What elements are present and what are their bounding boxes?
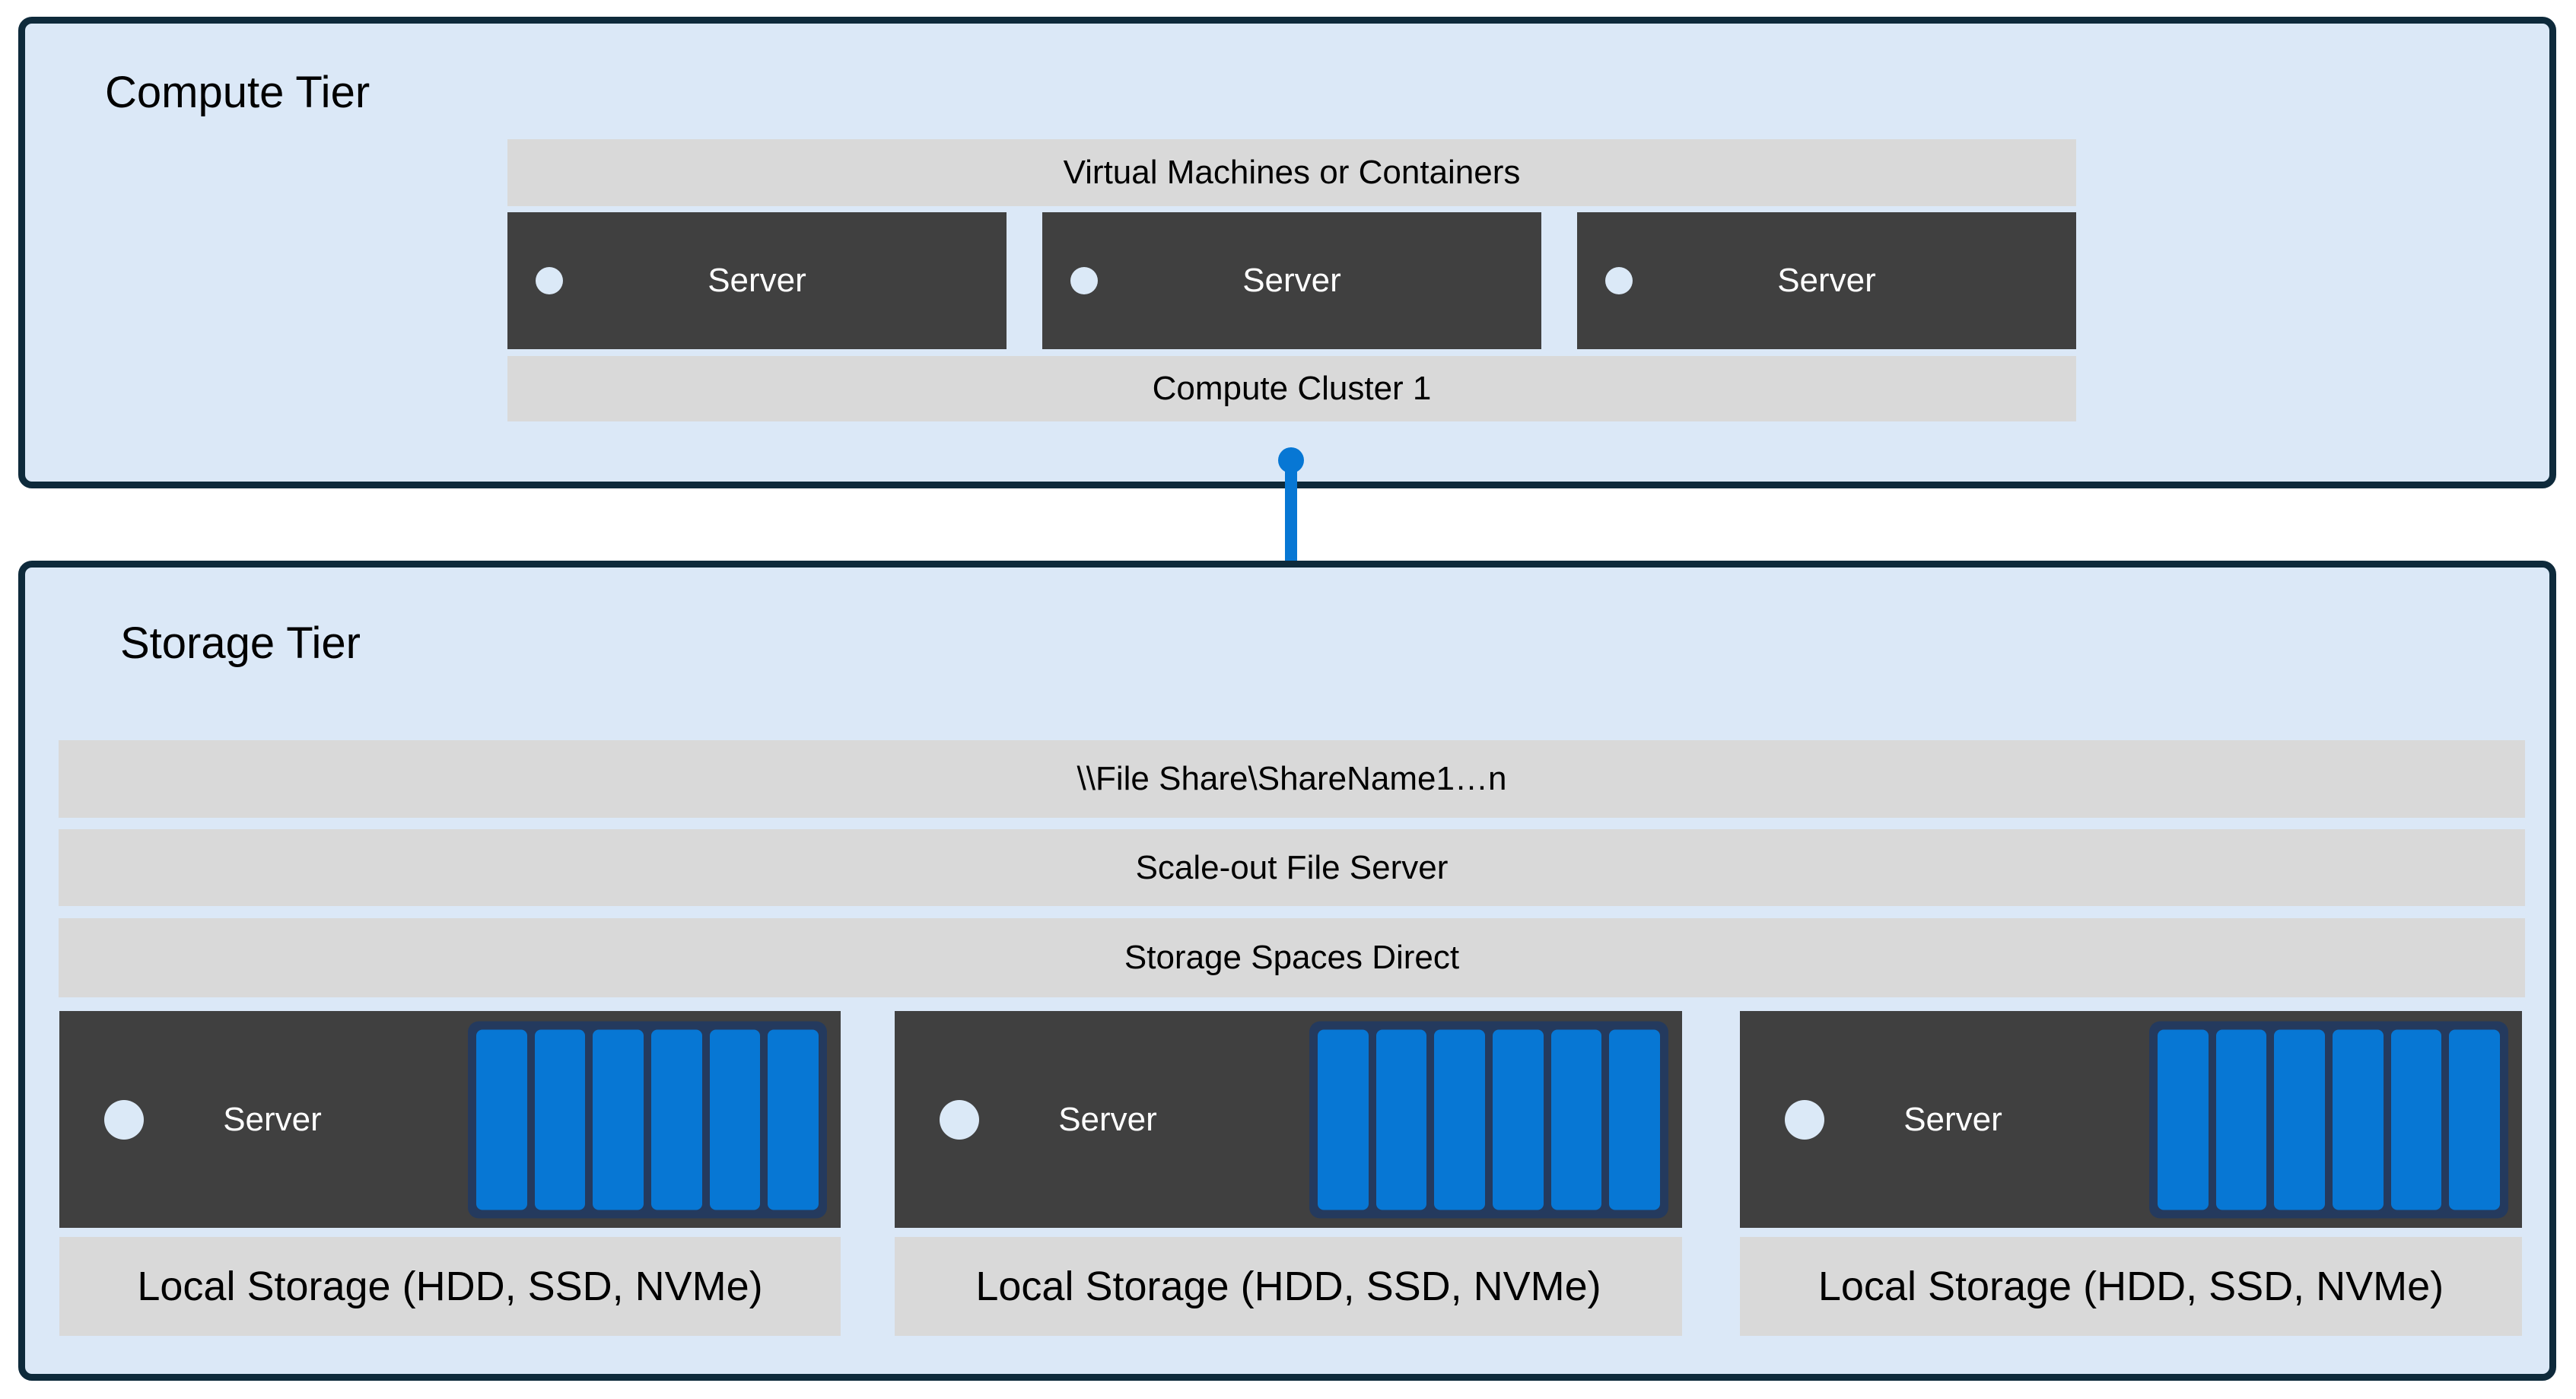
- disk-drive: [534, 1029, 586, 1210]
- disk-drive: [1609, 1029, 1661, 1210]
- disk-array: [1309, 1021, 1668, 1218]
- compute-server-label: Server: [708, 262, 806, 299]
- power-indicator-dot: [1070, 267, 1098, 294]
- disk-drive: [2274, 1029, 2326, 1210]
- storage-spaces-direct-bar: Storage Spaces Direct: [59, 918, 2525, 997]
- compute-tier-label: Compute Tier: [105, 68, 370, 117]
- storage-tier-label: Storage Tier: [120, 618, 361, 668]
- compute-server-label: Server: [1242, 262, 1341, 299]
- disk-drive: [1434, 1029, 1486, 1210]
- local-storage-bar: Local Storage (HDD, SSD, NVMe): [59, 1237, 841, 1336]
- disk-drive: [2215, 1029, 2267, 1210]
- storage-server-label: Server: [1903, 1100, 2002, 1138]
- disk-drive: [2333, 1029, 2384, 1210]
- disk-drive: [476, 1029, 527, 1210]
- compute-server-box: Server: [507, 212, 1007, 349]
- disk-drive: [2449, 1029, 2501, 1210]
- virtual-machines-bar: Virtual Machines or Containers: [507, 139, 2076, 206]
- compute-server-box: Server: [1577, 212, 2076, 349]
- disk-drive: [1493, 1029, 1544, 1210]
- compute-server-label: Server: [1777, 262, 1876, 299]
- scale-out-file-server-bar: Scale-out File Server: [59, 829, 2525, 906]
- disk-drive: [2158, 1029, 2209, 1210]
- disk-drive: [1375, 1029, 1427, 1210]
- power-indicator-dot: [1605, 267, 1633, 294]
- storage-server-box: Server: [895, 1011, 1682, 1228]
- disk-drive: [709, 1029, 761, 1210]
- storage-server-label: Server: [223, 1100, 322, 1138]
- disk-drive: [768, 1029, 819, 1210]
- storage-server-label: Server: [1058, 1100, 1157, 1138]
- disk-array: [2149, 1021, 2508, 1218]
- compute-server-box: Server: [1042, 212, 1541, 349]
- compute-cluster-bar: Compute Cluster 1: [507, 356, 2076, 421]
- power-indicator-dot: [104, 1099, 144, 1140]
- disk-drive: [1550, 1029, 1602, 1210]
- storage-server-box: Server: [1740, 1011, 2522, 1228]
- power-indicator-dot: [536, 267, 563, 294]
- disk-array: [468, 1021, 827, 1218]
- file-share-bar: \\File Share\ShareName1…n: [59, 740, 2525, 818]
- local-storage-bar: Local Storage (HDD, SSD, NVMe): [1740, 1237, 2522, 1336]
- disk-drive: [1318, 1029, 1369, 1210]
- disk-drive: [593, 1029, 644, 1210]
- connector-endpoint-dot: [1278, 447, 1304, 473]
- local-storage-bar: Local Storage (HDD, SSD, NVMe): [895, 1237, 1682, 1336]
- disk-drive: [2390, 1029, 2442, 1210]
- disk-drive: [651, 1029, 702, 1210]
- power-indicator-dot: [1785, 1099, 1824, 1140]
- power-indicator-dot: [940, 1099, 979, 1140]
- storage-server-box: Server: [59, 1011, 841, 1228]
